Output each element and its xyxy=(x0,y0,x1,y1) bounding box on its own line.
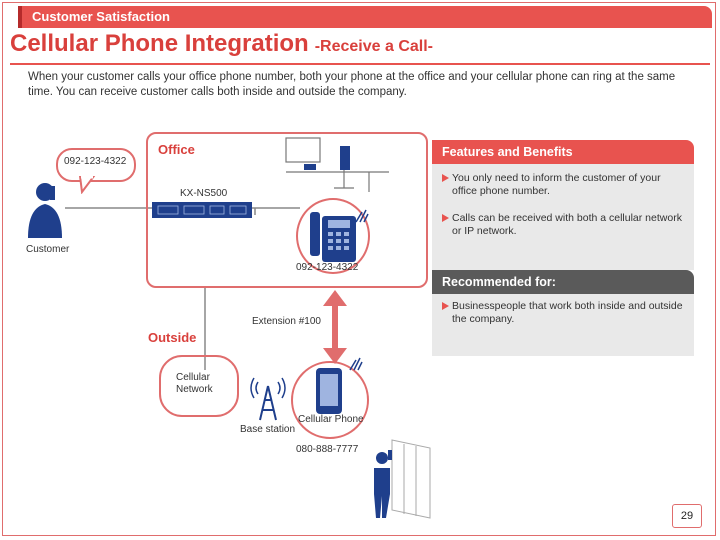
office-phone-number: 092-123-4322 xyxy=(296,262,359,273)
bubble-tail-icon xyxy=(78,176,96,194)
intro-text: When your customer calls your office pho… xyxy=(28,71,676,98)
cellular-phone-circle xyxy=(291,361,369,439)
office-phone-icon xyxy=(310,212,356,262)
pbx-label: KX-NS500 xyxy=(180,188,228,199)
office-ring-icon xyxy=(355,209,369,223)
section-band-accent xyxy=(18,6,22,28)
title-underline xyxy=(10,63,710,65)
extension-label: Extension #100 xyxy=(252,316,321,327)
features-heading: Features and Benefits xyxy=(432,140,694,164)
customer-label: Customer xyxy=(26,244,70,255)
recommended-heading: Recommended for: xyxy=(432,270,694,294)
customer-number: 092-123-4322 xyxy=(64,156,127,167)
features-item: Calls can be received with both a cellul… xyxy=(442,212,684,238)
recommended-panel: Recommended for: Businesspeople that wor… xyxy=(432,270,694,356)
title-main: Cellular Phone Integration xyxy=(10,30,309,57)
office-area xyxy=(146,132,428,288)
office-phone-circle xyxy=(296,198,370,274)
customer-number-bubble xyxy=(56,148,136,182)
page-title: Cellular Phone Integration -Receive a Cal… xyxy=(10,30,433,62)
sync-arrow-down xyxy=(323,348,347,364)
cellular-phone-icon xyxy=(316,368,342,414)
office-desk-icon xyxy=(285,137,389,192)
cellular-network-cloud xyxy=(159,355,239,417)
title-subtitle: -Receive a Call- xyxy=(314,38,433,55)
section-band xyxy=(18,6,712,28)
office-label: Office xyxy=(158,142,195,157)
features-body: You only need to inform the customer of … xyxy=(432,164,694,270)
features-panel: Features and Benefits You only need to i… xyxy=(432,140,694,270)
cellular-phone-label: Cellular Phone xyxy=(298,414,364,425)
section-label: Customer Satisfaction xyxy=(32,9,170,24)
base-station-label: Base station xyxy=(240,424,296,435)
cellular-ring-icon xyxy=(349,357,363,371)
features-item: You only need to inform the customer of … xyxy=(442,172,684,198)
recommended-body: Businesspeople that work both inside and… xyxy=(432,294,694,356)
sync-arrow-up xyxy=(323,290,347,306)
recommended-item: Businesspeople that work both inside and… xyxy=(442,300,684,326)
customer-icon xyxy=(28,183,62,238)
cellular-number: 080-888-7777 xyxy=(296,444,359,455)
outside-label: Outside xyxy=(148,330,197,345)
pbx-device-icon xyxy=(152,202,252,218)
base-station-icon xyxy=(250,377,286,421)
cellular-network-label: Cellular Network xyxy=(176,372,213,395)
businessperson-icon xyxy=(374,439,431,519)
page-number: 29 xyxy=(672,504,702,528)
